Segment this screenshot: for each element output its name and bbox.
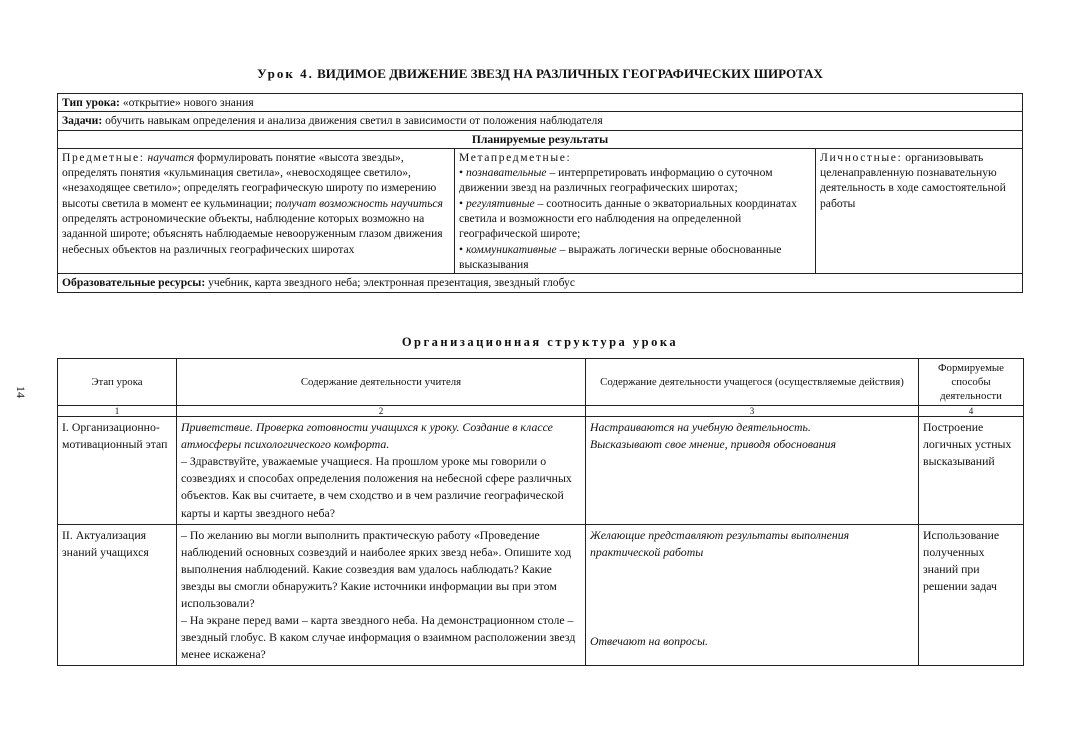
meta-item: • коммуникативные – выражать логически в… (459, 242, 782, 271)
teacher-italic-text: Приветствие. Проверка готовности учащихс… (181, 420, 553, 452)
column-number: 4 (918, 405, 1024, 418)
lesson-structure-table: Этап урока Содержание деятельности учите… (57, 357, 1024, 667)
student-cell: Настраиваются на учебную деятельность. В… (585, 416, 919, 525)
subject-italic-2: получат возможность научиться (275, 196, 443, 210)
table-row: I. Организационно-мотивационный этап При… (57, 416, 1024, 525)
personal-results-cell: Личностные: организовывать целенаправлен… (815, 147, 1023, 275)
column-header: Содержание деятельности учащегося (осуще… (585, 357, 919, 407)
column-number-row: 1 2 3 4 (57, 405, 1024, 418)
meta-label: Метапредметные: (459, 150, 572, 164)
tasks-label: Задачи: (62, 114, 103, 128)
student-cell: Желающие представляют результаты выполне… (585, 523, 919, 667)
teacher-text: – На экране перед вами – карта звездного… (181, 613, 576, 662)
meta-item: • познавательные – интерпретировать инфо… (459, 166, 773, 195)
teacher-cell: Приветствие. Проверка готовности учащихс… (176, 416, 586, 525)
student-text: Отвечают на вопросы. (590, 633, 708, 648)
page-title: Урок 4. ВИДИМОЕ ДВИЖЕНИЕ ЗВЕЗД НА РАЗЛИЧ… (0, 66, 1080, 82)
column-header: Этап урока (57, 357, 177, 407)
title-prefix: Урок 4. (257, 66, 314, 81)
header-row: Этап урока Содержание деятельности учите… (57, 357, 1024, 407)
personal-label: Личностные: (820, 150, 903, 164)
student-text: Желающие представляют результаты выполне… (590, 527, 850, 559)
lesson-type-cell: Тип урока: «открытие» нового знания (57, 92, 1023, 113)
skills-cell: Построение логичных устных высказываний (918, 416, 1024, 525)
skills-cell: Использование полученных знаний при реше… (918, 523, 1024, 667)
column-header: Содержание деятельности учителя (176, 357, 586, 407)
meta-item: • регулятивные – соотносить данные о экв… (459, 196, 797, 241)
meta-results-cell: Метапредметные: • познавательные – интер… (454, 147, 816, 275)
personal-text: организовывать целенаправленную познават… (820, 150, 1006, 210)
meta-item-kind: регулятивные (465, 196, 535, 210)
resources-label: Образовательные ресурсы: (62, 276, 206, 290)
section-title: Организационная структура урока (401, 335, 679, 349)
subject-label: Предметные: (62, 150, 145, 164)
lesson-type-value: «открытие» нового знания (122, 96, 254, 109)
tasks-value: обучить навыкам определения и анализа дв… (105, 114, 603, 128)
column-number: 2 (176, 405, 586, 418)
subject-text-2: определять астрономические объекты, набл… (62, 212, 443, 256)
stage-cell: II. Актуализация знаний учащихся (57, 523, 177, 667)
subject-italic-1: научатся (147, 150, 195, 164)
teacher-text: – Здравствуйте, уважаемые учащиеся. На п… (181, 454, 572, 520)
meta-item-kind: познавательные (465, 166, 547, 180)
tasks-cell: Задачи: обучить навыкам определения и ан… (57, 111, 1023, 131)
teacher-text: – По желанию вы могли выполнить практиче… (181, 527, 572, 611)
column-number: 3 (585, 405, 919, 418)
lesson-type-label: Тип урока: (62, 96, 120, 109)
lesson-info-table: Тип урока: «открытие» нового знания Зада… (57, 92, 1023, 293)
student-text: Настраиваются на учебную деятельность. (590, 420, 811, 435)
meta-item-text: – интерпретировать информацию о суточном… (459, 166, 773, 195)
meta-item-kind: коммуникативные (465, 242, 557, 256)
meta-item-text: – выражать логически верные обоснованные… (459, 242, 782, 271)
results-header: Планируемые результаты (57, 129, 1023, 149)
title-text: ВИДИМОЕ ДВИЖЕНИЕ ЗВЕЗД НА РАЗЛИЧНЫХ ГЕОГ… (317, 66, 823, 81)
subject-text-1: формулировать понятие «высота звезды», о… (62, 150, 437, 210)
meta-item-text: – соотносить данные о экваториальных коо… (459, 196, 797, 241)
student-text: Высказывают свое мнение, приводя обоснов… (590, 437, 837, 452)
column-number: 1 (57, 405, 177, 418)
teacher-cell: – По желанию вы могли выполнить практиче… (176, 523, 586, 667)
subject-results-cell: Предметные: научатся формулировать понят… (57, 147, 455, 275)
column-header: Формируемые способы деятельности (918, 357, 1024, 407)
resources-value: учебник, карта звездного неба; электронн… (208, 276, 576, 290)
table-row: II. Актуализация знаний учащихся – По же… (57, 523, 1024, 667)
page-number: 14 (14, 386, 28, 398)
stage-cell: I. Организационно-мотивационный этап (57, 416, 177, 525)
resources-cell: Образовательные ресурсы: учебник, карта … (57, 273, 1023, 293)
